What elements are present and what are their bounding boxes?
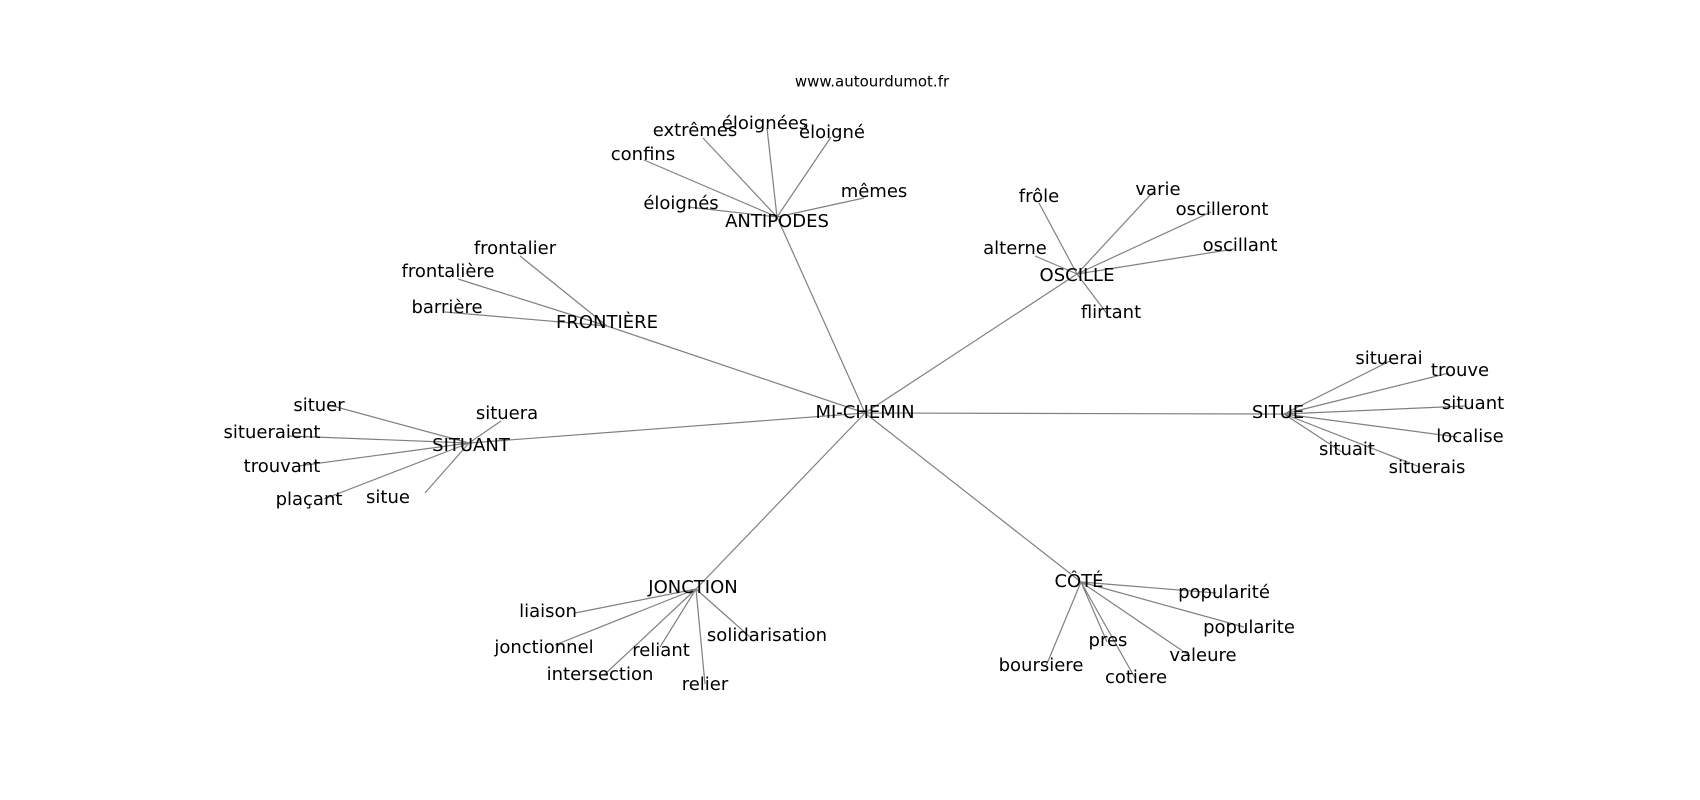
leaf-word: popularité [1178, 582, 1270, 603]
edge-hub-to-leaf [1283, 413, 1421, 468]
edge-hub-to-leaf [659, 588, 697, 648]
leaf-word: relier [682, 674, 729, 695]
leaf-word: oscillant [1203, 235, 1278, 256]
edge-hub-to-leaf [1283, 360, 1391, 415]
edge-hub-to-leaf [323, 442, 470, 500]
edge-hub-to-leaf [1034, 255, 1078, 275]
edge-hub-to-leaf [1038, 202, 1078, 275]
edge-hub-to-leaf [1283, 413, 1343, 453]
leaf-word: solidarisation [707, 625, 827, 646]
edge-hub-to-leaf [1080, 581, 1245, 628]
leaf-word: alterne [983, 238, 1047, 259]
leaf-word: localise [1436, 426, 1503, 447]
leaf-word: frôle [1019, 186, 1059, 207]
hub-word: ANTIPODES [725, 211, 829, 232]
leaf-word: situait [1319, 439, 1375, 460]
edge-hub-to-leaf [702, 137, 778, 218]
edge-hub-to-leaf [457, 278, 608, 327]
edge-hub-to-leaf [776, 136, 832, 218]
hub-word: CÔTÉ [1054, 570, 1103, 592]
edge-hub-to-leaf [1076, 211, 1212, 275]
edge-hub-to-leaf [444, 311, 608, 327]
edge-hub-to-leaf [468, 420, 502, 444]
leaf-word: oscilleront [1176, 199, 1269, 220]
edge-hub-to-leaf [766, 127, 778, 218]
leaf-word: popularite [1203, 617, 1295, 638]
leaf-word: éloignés [643, 193, 718, 214]
leaf-word: barrière [411, 297, 482, 318]
edge-hub-to-leaf [1080, 581, 1108, 643]
edge-hub-to-leaf [1080, 581, 1136, 679]
leaf-word: flirtant [1081, 302, 1141, 323]
leaf-word: situeraient [224, 422, 321, 443]
hub-word: SITUE [1252, 402, 1304, 423]
edge-hub-to-leaf [297, 442, 470, 467]
edge-center-to-hub [695, 412, 866, 590]
leaf-word: confins [611, 144, 675, 165]
edge-center-to-hub [864, 273, 1078, 414]
edge-center-to-hub [864, 412, 1082, 583]
edge-hub-to-leaf [603, 588, 697, 676]
edge-center-to-hub [864, 412, 1285, 415]
leaf-word: intersection [547, 664, 654, 685]
edge-hub-to-leaf [1076, 248, 1235, 275]
edge-hub-to-leaf [328, 404, 470, 444]
edge-hub-to-leaf [424, 442, 470, 494]
leaf-word: situe [366, 487, 410, 508]
leaf-word: situerais [1389, 457, 1466, 478]
edge-hub-to-leaf [1045, 581, 1082, 667]
edge-center-to-hub [776, 216, 866, 414]
hub-word: OSCILLE [1040, 265, 1115, 286]
hub-word: JONCTION [647, 577, 737, 598]
edge-hub-to-leaf [643, 159, 778, 218]
edge-hub-to-leaf [1283, 405, 1467, 415]
edge-hub-to-leaf [1080, 581, 1191, 657]
leaf-word: cotiere [1105, 667, 1167, 688]
leaf-word: frontalier [474, 238, 557, 259]
leaf-word: plaçant [276, 489, 343, 510]
hub-word: FRONTIÈRE [556, 311, 658, 333]
leaf-word: jonctionnel [493, 637, 593, 658]
edge-hub-to-leaf [574, 588, 697, 614]
leaf-word: valeure [1169, 645, 1236, 666]
leaf-word: situerai [1355, 348, 1422, 369]
edge-hub-to-leaf [687, 206, 778, 218]
leaf-word: reliant [632, 640, 690, 661]
hub-word: SITUANT [432, 435, 511, 456]
leaf-word: éloignées [722, 113, 808, 134]
edge-hub-to-leaf [288, 435, 470, 444]
leaf-word: boursiere [999, 655, 1084, 676]
leaf-word: mêmes [841, 181, 908, 202]
graph-labels: www.autourdumot.fr extrêmeséloignéeséloi… [224, 73, 1505, 696]
leaf-word: varie [1135, 179, 1180, 200]
center-word: MI-CHEMIN [815, 402, 914, 423]
leaf-word: extrêmes [653, 120, 738, 141]
leaf-word: situer [293, 395, 345, 416]
edge-hub-to-leaf [695, 588, 751, 638]
edge-hub-to-leaf [695, 588, 706, 685]
graph-edges [288, 127, 1467, 685]
source-watermark: www.autourdumot.fr [795, 73, 950, 91]
edge-hub-to-leaf [776, 197, 865, 218]
leaf-word: situera [476, 403, 538, 424]
edge-center-to-hub [468, 412, 866, 444]
leaf-word: frontalière [401, 261, 494, 282]
edge-hub-to-leaf [554, 588, 697, 646]
leaf-word: éloigné [799, 122, 865, 143]
edge-center-to-hub [606, 325, 866, 414]
edge-hub-to-leaf [1283, 372, 1450, 415]
edge-hub-to-leaf [1283, 413, 1458, 438]
edge-hub-to-leaf [1076, 273, 1109, 316]
leaf-word: trouve [1431, 360, 1489, 381]
leaf-word: pres [1089, 630, 1128, 651]
edge-hub-to-leaf [1076, 191, 1154, 275]
edge-hub-to-leaf [1080, 581, 1217, 594]
edge-hub-to-leaf [519, 255, 608, 327]
leaf-word: liaison [519, 601, 577, 622]
leaf-word: trouvant [244, 456, 321, 477]
leaf-word: situant [1442, 393, 1504, 414]
